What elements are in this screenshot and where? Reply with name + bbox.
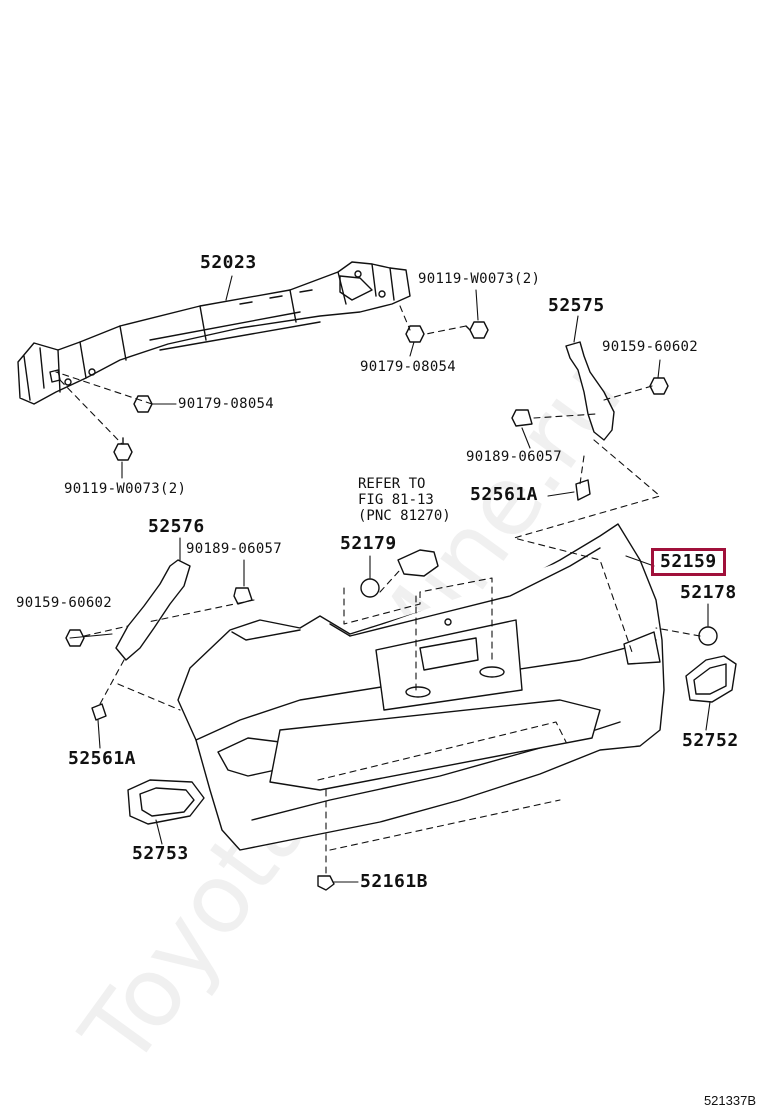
part-label-52752: 52752 bbox=[682, 730, 739, 751]
leader-lines bbox=[70, 276, 710, 882]
part-label-52161B: 52161B bbox=[360, 871, 429, 892]
refer-note-line-1: REFER TO bbox=[358, 476, 426, 492]
reflectors bbox=[128, 656, 736, 824]
part-label-90119-left: 90119-W0073(2) bbox=[64, 481, 187, 497]
refer-note-line-2: FIG 81-13 bbox=[358, 492, 434, 508]
part-label-52179: 52179 bbox=[340, 533, 397, 554]
part-label-90189-left: 90189-06057 bbox=[186, 541, 283, 557]
retainer-52576 bbox=[116, 560, 190, 660]
part-label-52178: 52178 bbox=[680, 582, 737, 603]
refer-note-line-3: (PNC 81270) bbox=[358, 508, 451, 524]
part-label-52576: 52576 bbox=[148, 516, 205, 537]
part-label-52159-highlighted[interactable]: 52159 bbox=[651, 548, 726, 576]
bumper-reinforcement-52023 bbox=[18, 262, 410, 404]
part-label-90179-mid: 90179-08054 bbox=[360, 359, 457, 375]
part-label-52561A-right: 52561A bbox=[470, 484, 539, 505]
part-label-52561A-left: 52561A bbox=[68, 748, 137, 769]
fasteners bbox=[66, 322, 717, 890]
part-label-52575: 52575 bbox=[548, 295, 605, 316]
figure-code: 521337B bbox=[703, 1093, 756, 1108]
part-label-90179-left: 90179-08054 bbox=[178, 396, 275, 412]
part-label-90159-right: 90159-60602 bbox=[602, 339, 699, 355]
retainer-52575 bbox=[566, 342, 614, 500]
part-label-52753: 52753 bbox=[132, 843, 189, 864]
guide-lines bbox=[56, 306, 700, 876]
bumper-cover-52159 bbox=[178, 524, 664, 850]
part-label-90189-right: 90189-06057 bbox=[466, 449, 563, 465]
part-label-90159-left: 90159-60602 bbox=[16, 595, 113, 611]
part-label-52023: 52023 bbox=[200, 252, 257, 273]
part-label-90119-top: 90119-W0073(2) bbox=[418, 271, 541, 287]
refer-note: REFER TO FIG 81-13 (PNC 81270) bbox=[358, 476, 451, 524]
license-lamp bbox=[398, 550, 438, 576]
